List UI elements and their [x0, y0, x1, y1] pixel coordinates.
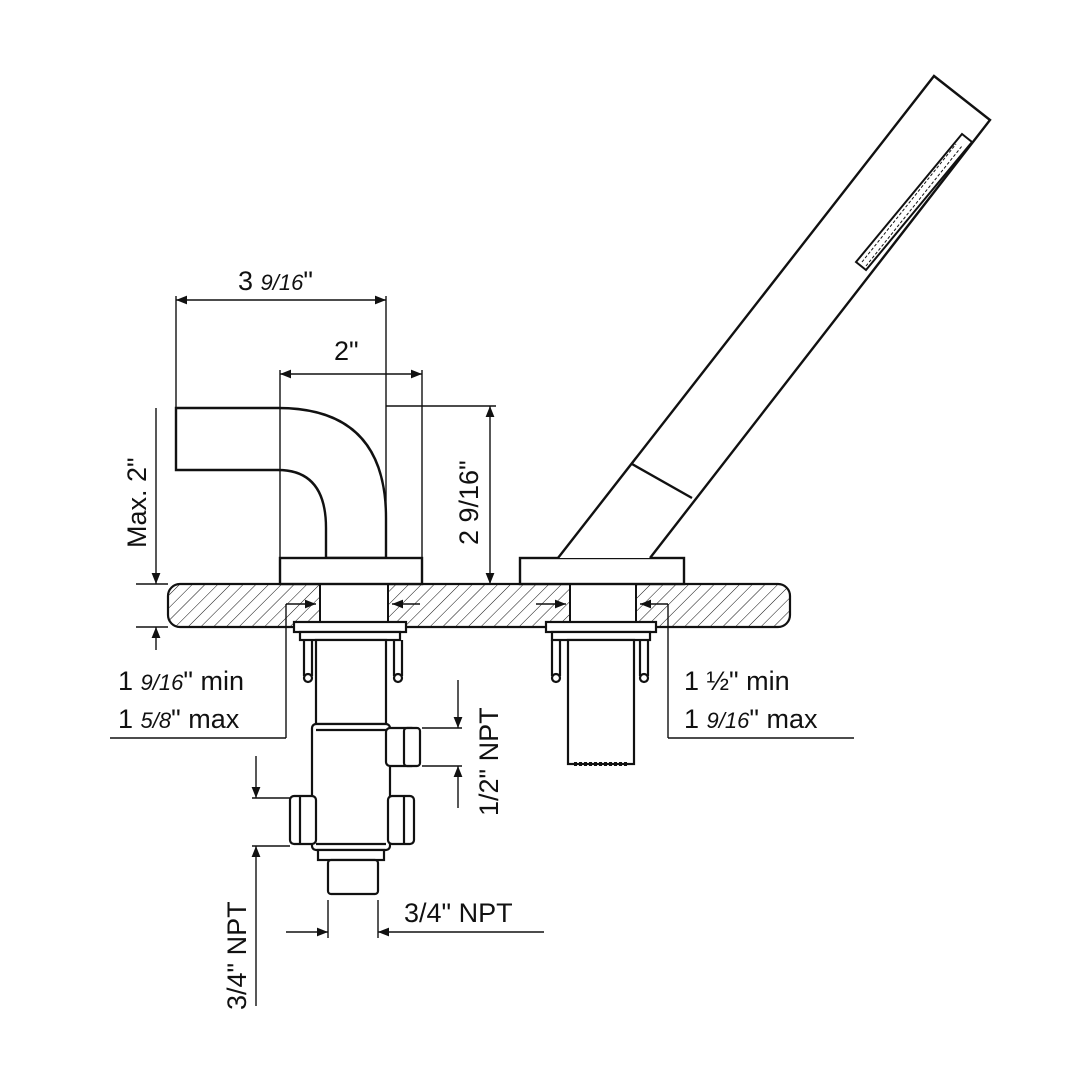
dimension-lines: [110, 295, 854, 1006]
deck-slab: [166, 581, 792, 630]
right-deck-max-label: 1 9/16" max: [684, 704, 818, 734]
left-deck-min-label: 1 9/16" min: [118, 666, 244, 696]
overall-width-label: 3 9/16": [238, 266, 313, 296]
spout-height-label: 2 9/16": [454, 460, 484, 545]
three-quarter-npt-side-label: 3/4" NPT: [222, 901, 252, 1010]
max-deck-label: Max. 2": [122, 457, 152, 548]
spout-spacing-label: 2": [334, 336, 359, 366]
hand-shower-mount: [544, 620, 658, 766]
right-deck-min-label: 1 ½" min: [684, 666, 790, 696]
spout-valve-body: [288, 620, 422, 896]
half-npt-label: 1/2" NPT: [474, 707, 504, 816]
three-quarter-npt-bottom-label: 3/4" NPT: [404, 898, 513, 928]
left-deck-max-label: 1 5/8" max: [118, 704, 240, 734]
hand-shower: [518, 74, 992, 586]
spout: [174, 406, 424, 586]
